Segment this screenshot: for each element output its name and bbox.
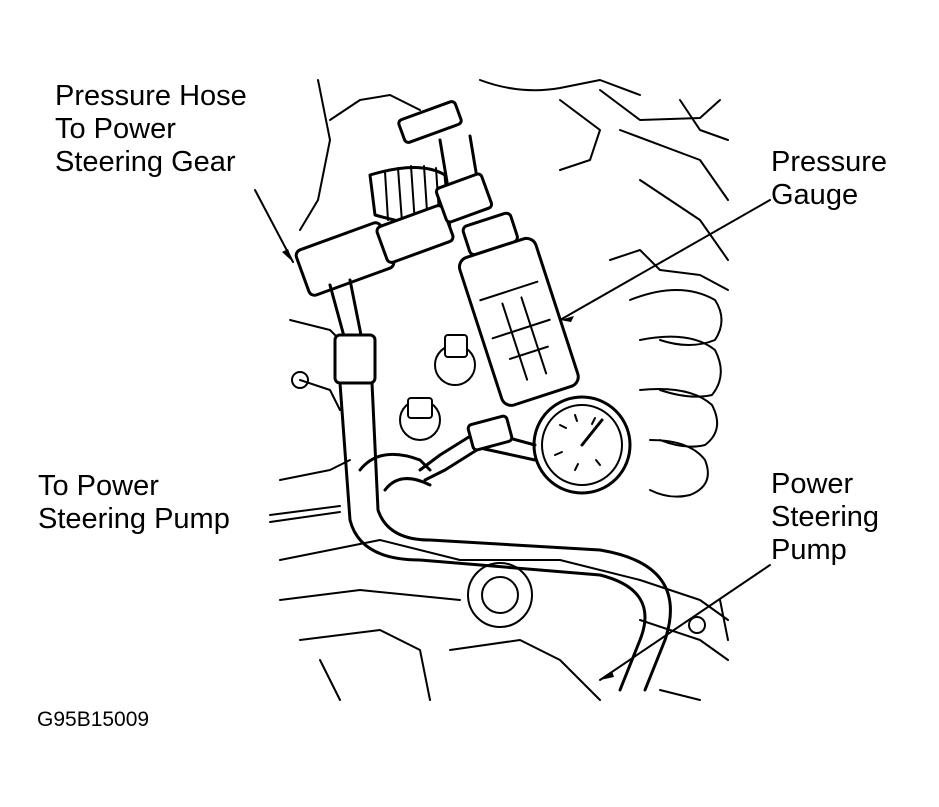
to-power-steering-pump-label: To Power Steering Pump: [38, 470, 230, 535]
leader-lines: [254, 189, 771, 681]
figure-code: G95B15009: [37, 708, 150, 731]
pump-hose: [338, 381, 672, 692]
pressure-hose-assembly: [294, 100, 494, 385]
power-steering-pump-label: Power Steering Pump: [771, 468, 880, 566]
engine-background: [279, 79, 729, 701]
pressure-hose-label: Pressure Hose To Power Steering Gear: [55, 80, 247, 178]
pressure-gauge-label: Pressure Gauge: [771, 146, 888, 211]
pressure-gauge-valve: [418, 211, 632, 495]
